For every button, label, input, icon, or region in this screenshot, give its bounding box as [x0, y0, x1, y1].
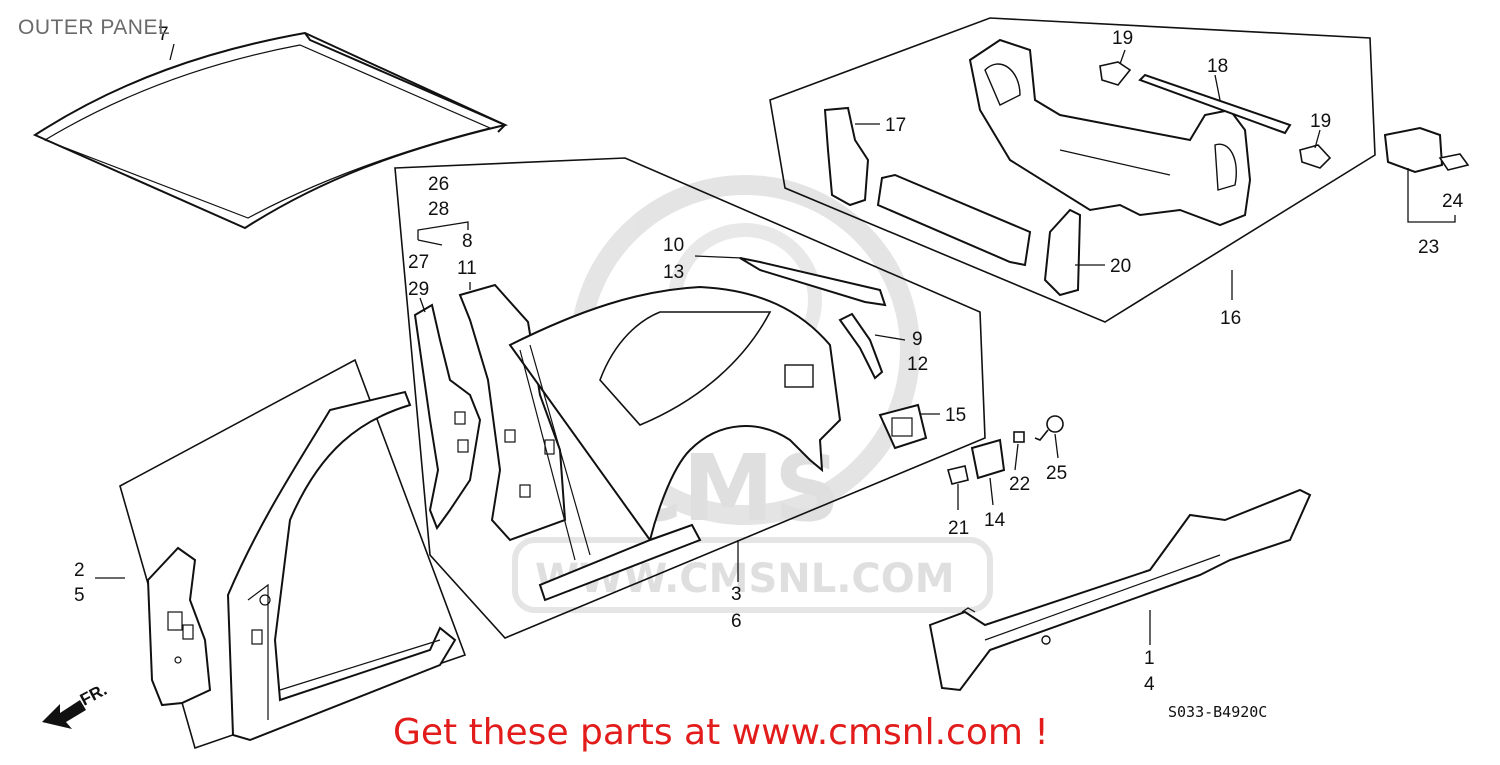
clip-19-a — [1099, 61, 1132, 86]
callout-7: 7 — [158, 24, 169, 45]
extension-9-12 — [838, 312, 884, 380]
callout-25: 25 — [1046, 463, 1067, 484]
roof-panel — [32, 31, 509, 230]
clip-24 — [1438, 153, 1470, 171]
callout-labels: 7 26 28 8 27 11 29 10 13 9 12 15 17 19 1… — [74, 24, 1464, 695]
bracket-10-13 — [739, 257, 887, 307]
callout-20: 20 — [1110, 256, 1131, 277]
callout-23: 23 — [1418, 237, 1439, 258]
callout-22: 22 — [1009, 474, 1030, 495]
rear-strip-18 — [1138, 73, 1292, 135]
fuel-lid-14 — [970, 438, 1006, 480]
callout-21: 21 — [948, 518, 969, 539]
hinge-21 — [947, 465, 969, 485]
callout-16: 16 — [1220, 308, 1241, 329]
callout-24: 24 — [1442, 191, 1464, 212]
front-arrow-icon — [42, 700, 86, 729]
front-inner-pillar — [146, 546, 212, 707]
callout-13: 13 — [663, 262, 684, 283]
callout-2: 2 — [74, 560, 85, 581]
callout-5: 5 — [74, 585, 85, 606]
rear-block-23 — [1383, 126, 1444, 174]
promo-link-text[interactable]: Get these parts at www.cmsnl.com ! — [393, 712, 1049, 753]
side-sill-1-4 — [928, 488, 1312, 692]
front-direction-arrow: FR. — [42, 680, 110, 729]
leader-lines — [95, 43, 1456, 645]
nut-22 — [1013, 431, 1025, 443]
rear-panel-group-box — [769, 17, 1376, 323]
callout-3: 3 — [731, 584, 742, 605]
callout-19-a: 19 — [1112, 28, 1133, 49]
rear-pillar-17 — [823, 106, 870, 207]
callout-15: 15 — [945, 405, 966, 426]
callout-8: 8 — [462, 231, 473, 252]
bracket-20 — [1043, 208, 1082, 297]
callout-10: 10 — [663, 235, 684, 256]
bolt-25 — [1034, 415, 1064, 441]
callout-1: 1 — [1144, 648, 1155, 669]
watermark-url-box — [512, 537, 993, 613]
callout-19-b: 19 — [1310, 111, 1331, 132]
callout-27: 27 — [408, 252, 429, 273]
callout-9: 9 — [912, 329, 923, 350]
rear-crossmember — [876, 173, 1032, 267]
callout-14: 14 — [984, 510, 1006, 531]
rear-panel-16 — [968, 38, 1252, 227]
front-outer-pillar — [226, 390, 457, 742]
callout-4: 4 — [1144, 674, 1155, 695]
callout-26: 26 — [428, 174, 449, 195]
inner-pillar-panel-29 — [413, 303, 482, 531]
callout-12: 12 — [907, 354, 928, 375]
diagram-title: OUTER PANEL — [18, 16, 171, 39]
callout-29: 29 — [408, 279, 429, 300]
part-code: S033-B4920C — [1168, 703, 1268, 721]
clip-19-b — [1299, 144, 1332, 169]
callout-17: 17 — [885, 115, 906, 136]
callout-11: 11 — [457, 258, 477, 279]
callout-28: 28 — [428, 199, 449, 220]
rear-quarter-panel — [508, 285, 842, 602]
callout-18: 18 — [1207, 56, 1228, 77]
quarter-panel-group-box — [394, 157, 986, 639]
callout-6: 6 — [731, 611, 742, 632]
fuel-lid-housing-15 — [878, 403, 928, 450]
